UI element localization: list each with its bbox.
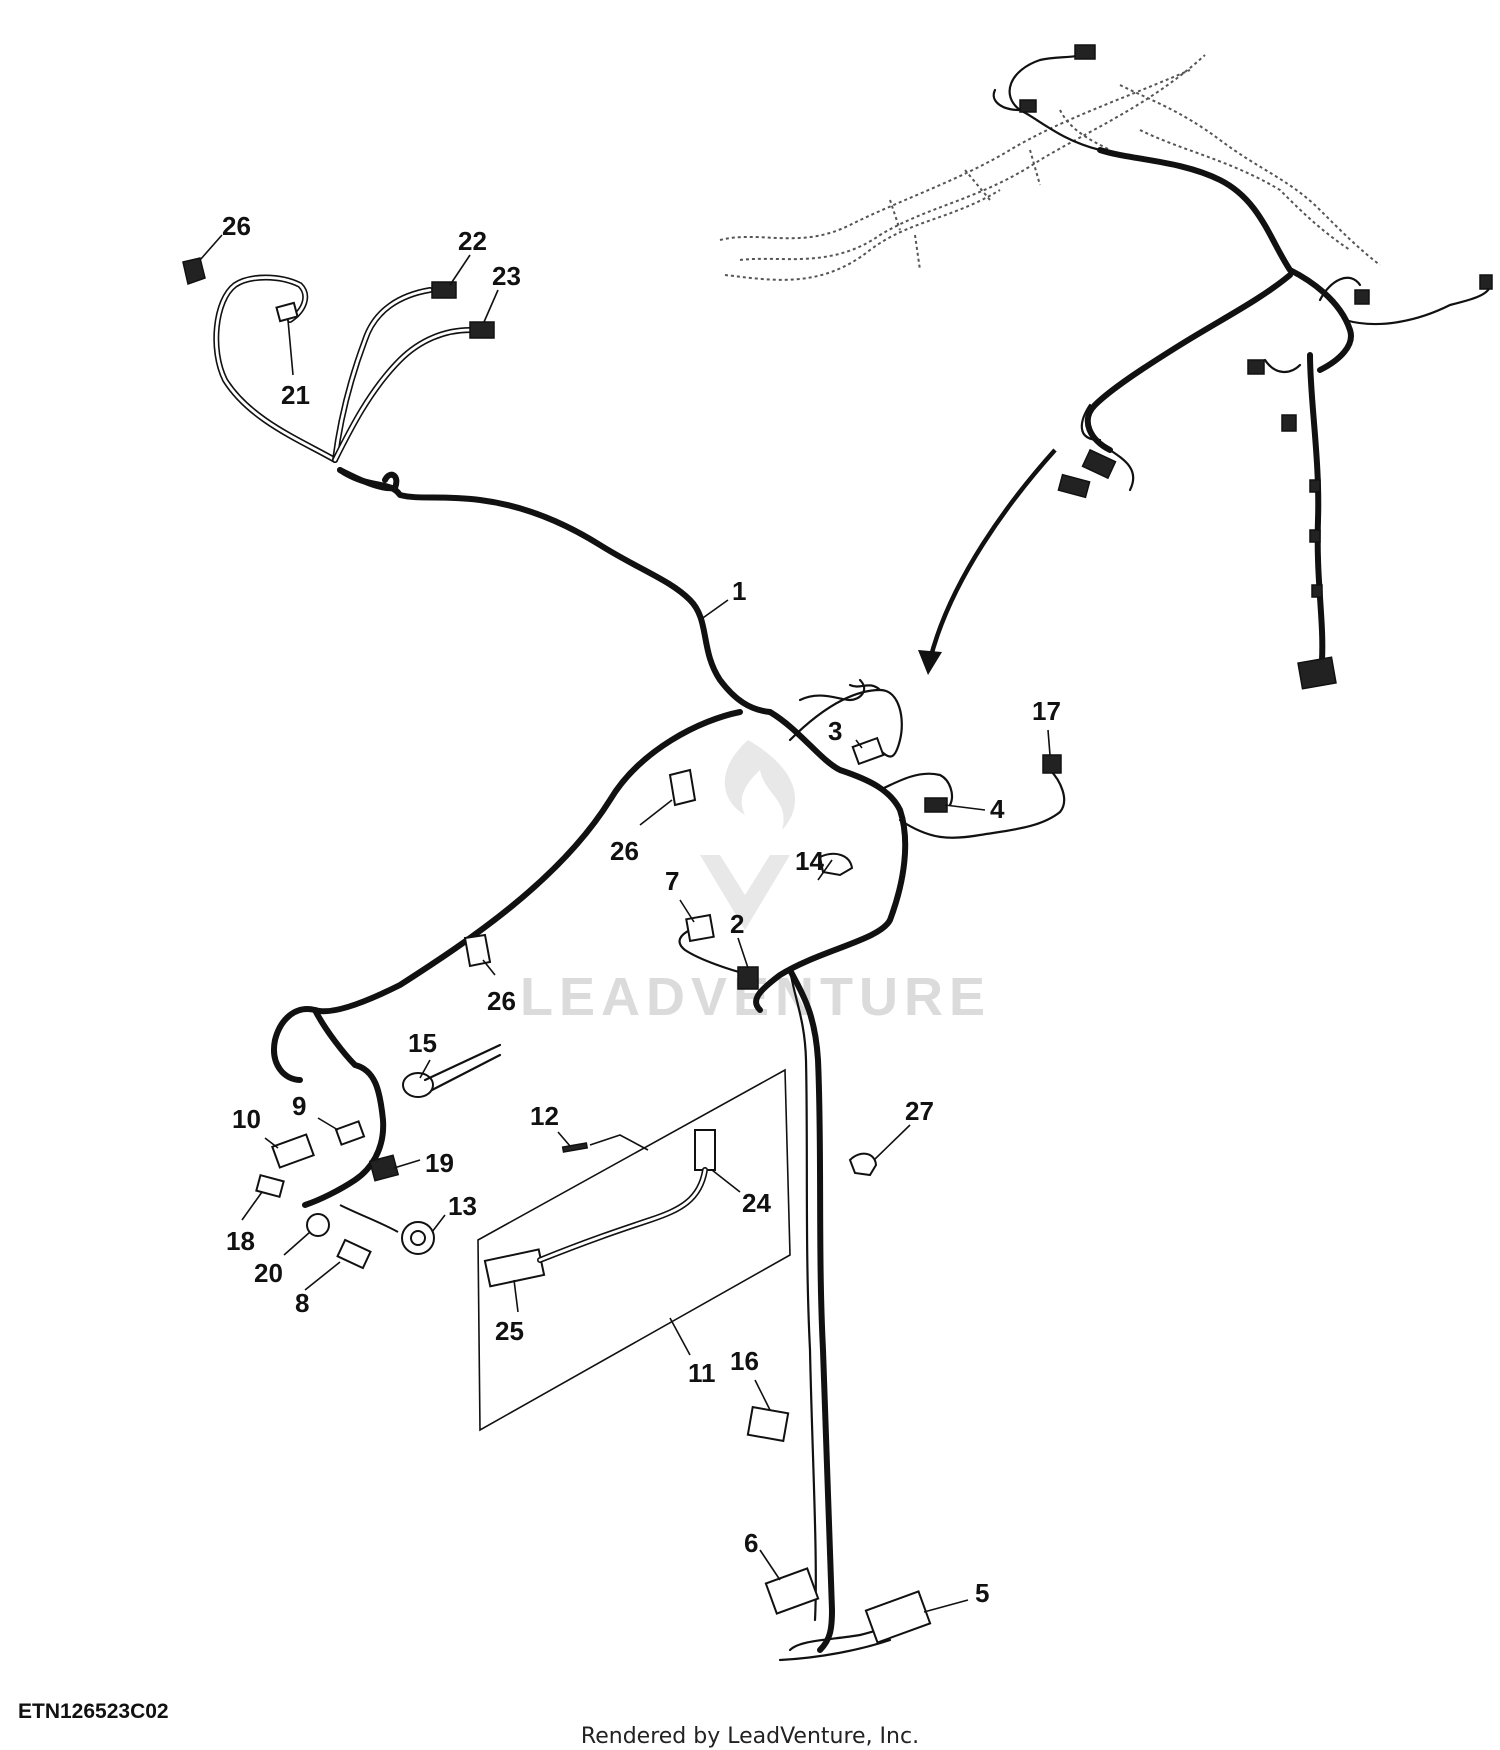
callout-18: 18: [226, 1226, 255, 1256]
callout-14: 14: [795, 846, 824, 876]
callout-9: 9: [292, 1091, 306, 1121]
callout-26-middle: 26: [610, 836, 639, 866]
parts: [182, 257, 1062, 1644]
callout-25: 25: [495, 1316, 524, 1346]
callout-11: 11: [688, 1358, 716, 1388]
main-harness-1: [271, 467, 1066, 1662]
callout-12: 12: [530, 1101, 559, 1131]
callout-5: 5: [975, 1578, 989, 1608]
callout-21: 21: [281, 380, 310, 410]
callout-3: 3: [828, 716, 842, 746]
upper-right-harness: [992, 44, 1493, 690]
callout-6: 6: [744, 1528, 758, 1558]
callout-22: 22: [458, 226, 487, 256]
callout-labels: 26 21 22 23 1 3 4 17 26 14 7 2 26 15 9 1…: [222, 211, 1061, 1608]
callout-26-lower: 26: [487, 986, 516, 1016]
callout-2: 2: [730, 909, 744, 939]
callout-17: 17: [1032, 696, 1061, 726]
callout-8: 8: [295, 1288, 309, 1318]
direction-arrow: [918, 448, 1057, 675]
callout-19: 19: [425, 1148, 454, 1178]
callout-1: 1: [732, 576, 746, 606]
callout-26-top: 26: [222, 211, 251, 241]
callout-10: 10: [232, 1104, 261, 1134]
callout-4: 4: [990, 794, 1005, 824]
footer-credit: Rendered by LeadVenture, Inc.: [580, 1724, 920, 1749]
kit-box-11: [477, 1068, 791, 1432]
callout-15: 15: [408, 1028, 437, 1058]
callout-27: 27: [905, 1096, 934, 1126]
callout-23: 23: [492, 261, 521, 291]
callout-20: 20: [254, 1258, 283, 1288]
upper-left-branch: [213, 274, 473, 463]
ghost-vehicle-frame: [719, 54, 1381, 281]
leader-lines: [199, 234, 1051, 1613]
callout-24: 24: [742, 1188, 771, 1218]
figure-code: ETN126523C02: [18, 1700, 169, 1723]
callout-16: 16: [730, 1346, 759, 1376]
callout-13: 13: [448, 1191, 477, 1221]
callout-7: 7: [665, 866, 679, 896]
